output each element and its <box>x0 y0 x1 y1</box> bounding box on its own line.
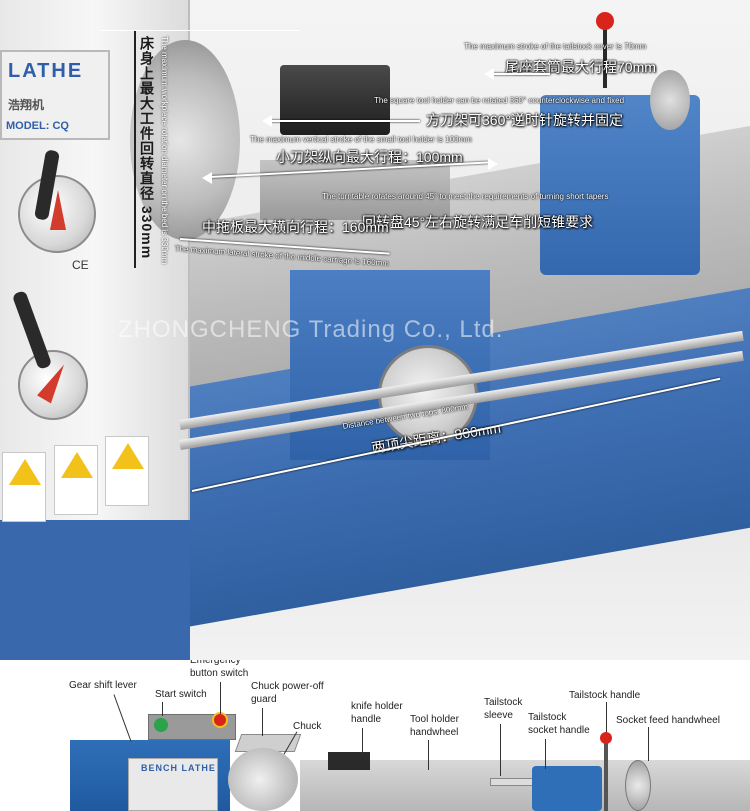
brand-chinese: 浩翔机 <box>8 98 45 112</box>
warning-label <box>2 452 46 522</box>
toolholder-arrow <box>270 120 420 122</box>
chuck <box>130 40 240 240</box>
warning-icon <box>112 443 144 469</box>
small-holder-en: The maximum vertical stroke of the small… <box>250 135 472 144</box>
mini-brand-plate: BENCH LATHE <box>128 758 218 811</box>
label-tool-handwheel: Tool holder handwheel <box>410 714 459 738</box>
mini-tailstock-knob <box>600 732 612 744</box>
emergency-button <box>212 712 228 728</box>
turntable-cn: 回转盘45°左右旋转满足车削短锥要求 <box>362 214 594 230</box>
label-start: Start switch <box>155 689 207 700</box>
tail-stroke-cn: 尾座套筒最大行程70mm <box>505 59 656 75</box>
turntable-en: The turntable rotates around 45° to meet… <box>322 192 609 201</box>
leader-line <box>648 727 649 761</box>
warning-label <box>54 445 98 515</box>
mini-toolpost <box>328 752 370 770</box>
label-chuck-guard: Chuck power-off guard <box>251 681 324 705</box>
middle-carriage-cn: 中拖板最大横向行程：160mm <box>202 219 389 235</box>
label-tail-socket: Tailstock socket handle <box>528 712 590 736</box>
brand-lathe: LATHE <box>8 60 84 82</box>
speed-dial-lower <box>18 350 88 420</box>
swing-label-en: The maximum workpiece rotation diameter … <box>160 36 169 265</box>
square-tool-holder <box>280 65 390 135</box>
brand-model: MODEL: CQ <box>6 120 69 132</box>
headstock-base <box>0 520 190 660</box>
label-knife-holder: knife holder handle <box>351 701 403 725</box>
start-button <box>154 718 168 732</box>
label-tail-handle: Tailstock handle <box>569 690 641 701</box>
leader-line <box>428 740 429 770</box>
mini-tailstock <box>532 766 602 811</box>
leader-line <box>113 694 132 742</box>
leader-line <box>262 708 263 736</box>
arrow-right-icon <box>488 158 498 170</box>
label-feed-handwheel: Socket feed handwheel <box>616 715 720 726</box>
dial-arrow-icon <box>50 190 66 230</box>
watermark: ZHONGCHENG Trading Co., Ltd. <box>118 316 504 343</box>
mini-brand-text: BENCH LATHE <box>141 763 216 773</box>
leader-line <box>500 724 501 776</box>
leader-line <box>162 702 163 716</box>
brand-plate: LATHE 浩翔机 MODEL: CQ <box>0 50 110 140</box>
arrow-left-icon <box>484 68 494 80</box>
small-holder-cn: 小刀架纵向最大行程：100mm <box>276 149 463 165</box>
mini-feed-handwheel <box>625 760 651 811</box>
swing-line <box>134 30 136 268</box>
mini-tailstock-handle <box>604 738 608 811</box>
leader-line <box>545 739 546 769</box>
arrow-left-icon <box>262 115 272 127</box>
warning-icon <box>9 459 41 485</box>
tailstock-handwheel <box>650 70 690 130</box>
arrow-left-icon <box>202 172 212 184</box>
warning-icon <box>61 452 93 478</box>
tail-stroke-en: The maximum stroke of the tailstock cove… <box>464 42 647 51</box>
leader-line <box>220 682 221 714</box>
mini-chuck <box>228 748 298 811</box>
tailstock-lever <box>603 28 607 88</box>
lathe-photo: LATHE 浩翔机 MODEL: CQ CE 床身上最大工件回转直径 330mm… <box>0 0 750 660</box>
label-emergency: Emergency button switch <box>190 660 249 679</box>
warning-label <box>105 436 149 506</box>
label-gear-shift: Gear shift lever <box>69 680 137 691</box>
swing-line-top <box>100 30 300 31</box>
toolholder-en: The square tool holder can be rotated 36… <box>374 96 625 105</box>
leader-line <box>606 702 607 732</box>
swing-label-cn: 床身上最大工件回转直径 330mm <box>139 36 155 260</box>
label-tail-sleeve: Tailstock sleeve <box>484 697 523 721</box>
label-chuck: Chuck <box>293 721 322 732</box>
component-diagram: BENCH LATHE Emergency button switch Gear… <box>0 660 750 811</box>
tailstock-knob <box>596 12 614 30</box>
leader-line <box>362 728 363 754</box>
ce-mark: CE <box>72 258 89 272</box>
toolholder-cn: 方刀架可360°逆时针旋转并固定 <box>426 112 623 128</box>
tail-arrow <box>490 73 550 75</box>
